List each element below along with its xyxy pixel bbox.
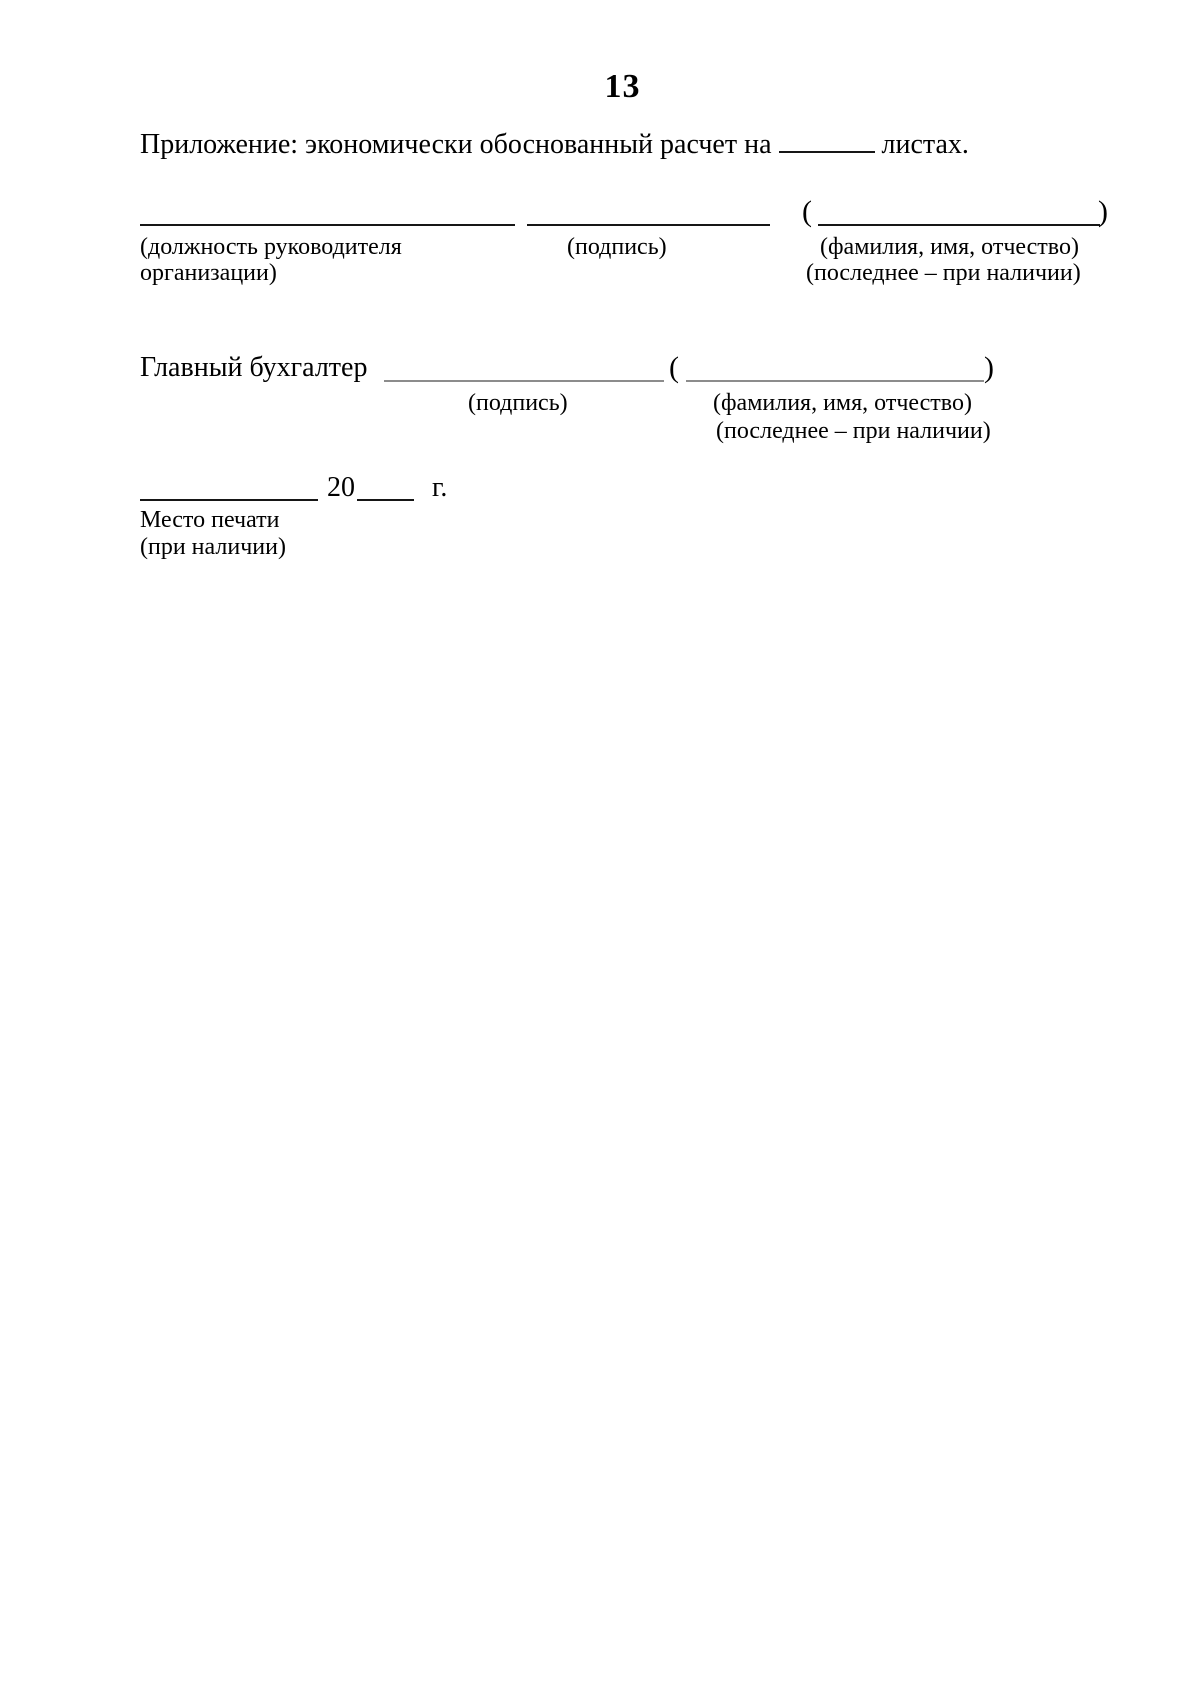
director-position-blank-line (140, 224, 515, 226)
director-signature-blank-line (527, 224, 770, 226)
accountant-fullname-blank-line (686, 380, 984, 382)
director-signature-label: (подпись) (567, 234, 667, 260)
sheet-count-blank-line (778, 149, 875, 153)
chief-accountant-title: Главный бухгалтер (140, 352, 368, 383)
director-position-label-line2: организации) (140, 260, 277, 286)
attachment-line: Приложение: экономически обоснованный ра… (140, 129, 969, 161)
page-number: 13 (604, 68, 641, 105)
year-blank-line (357, 499, 414, 501)
accountant-close-paren: ) (984, 351, 994, 384)
stamp-availability-label: (при наличии) (140, 534, 286, 560)
director-open-paren: ( (802, 195, 812, 228)
accountant-fullname-note-label: (последнее – при наличии) (716, 418, 991, 444)
stamp-place-label: Место печати (140, 507, 280, 533)
attachment-text-suffix: листах. (881, 129, 969, 160)
director-position-label-line1: (должность руководителя (140, 234, 402, 260)
date-blank-line (140, 499, 318, 501)
accountant-open-paren: ( (669, 351, 679, 384)
accountant-signature-blank-line (384, 380, 664, 382)
accountant-fullname-label: (фамилия, имя, отчество) (713, 390, 972, 416)
director-fullname-blank-line (818, 224, 1100, 226)
year-suffix: г. (432, 472, 448, 503)
year-century-prefix: 20 (327, 472, 355, 503)
director-close-paren: ) (1098, 195, 1108, 228)
accountant-signature-label: (подпись) (468, 390, 568, 416)
director-fullname-label: (фамилия, имя, отчество) (820, 234, 1079, 260)
director-fullname-note-label: (последнее – при наличии) (806, 260, 1081, 286)
attachment-text-prefix: Приложение: экономически обоснованный ра… (140, 129, 772, 160)
